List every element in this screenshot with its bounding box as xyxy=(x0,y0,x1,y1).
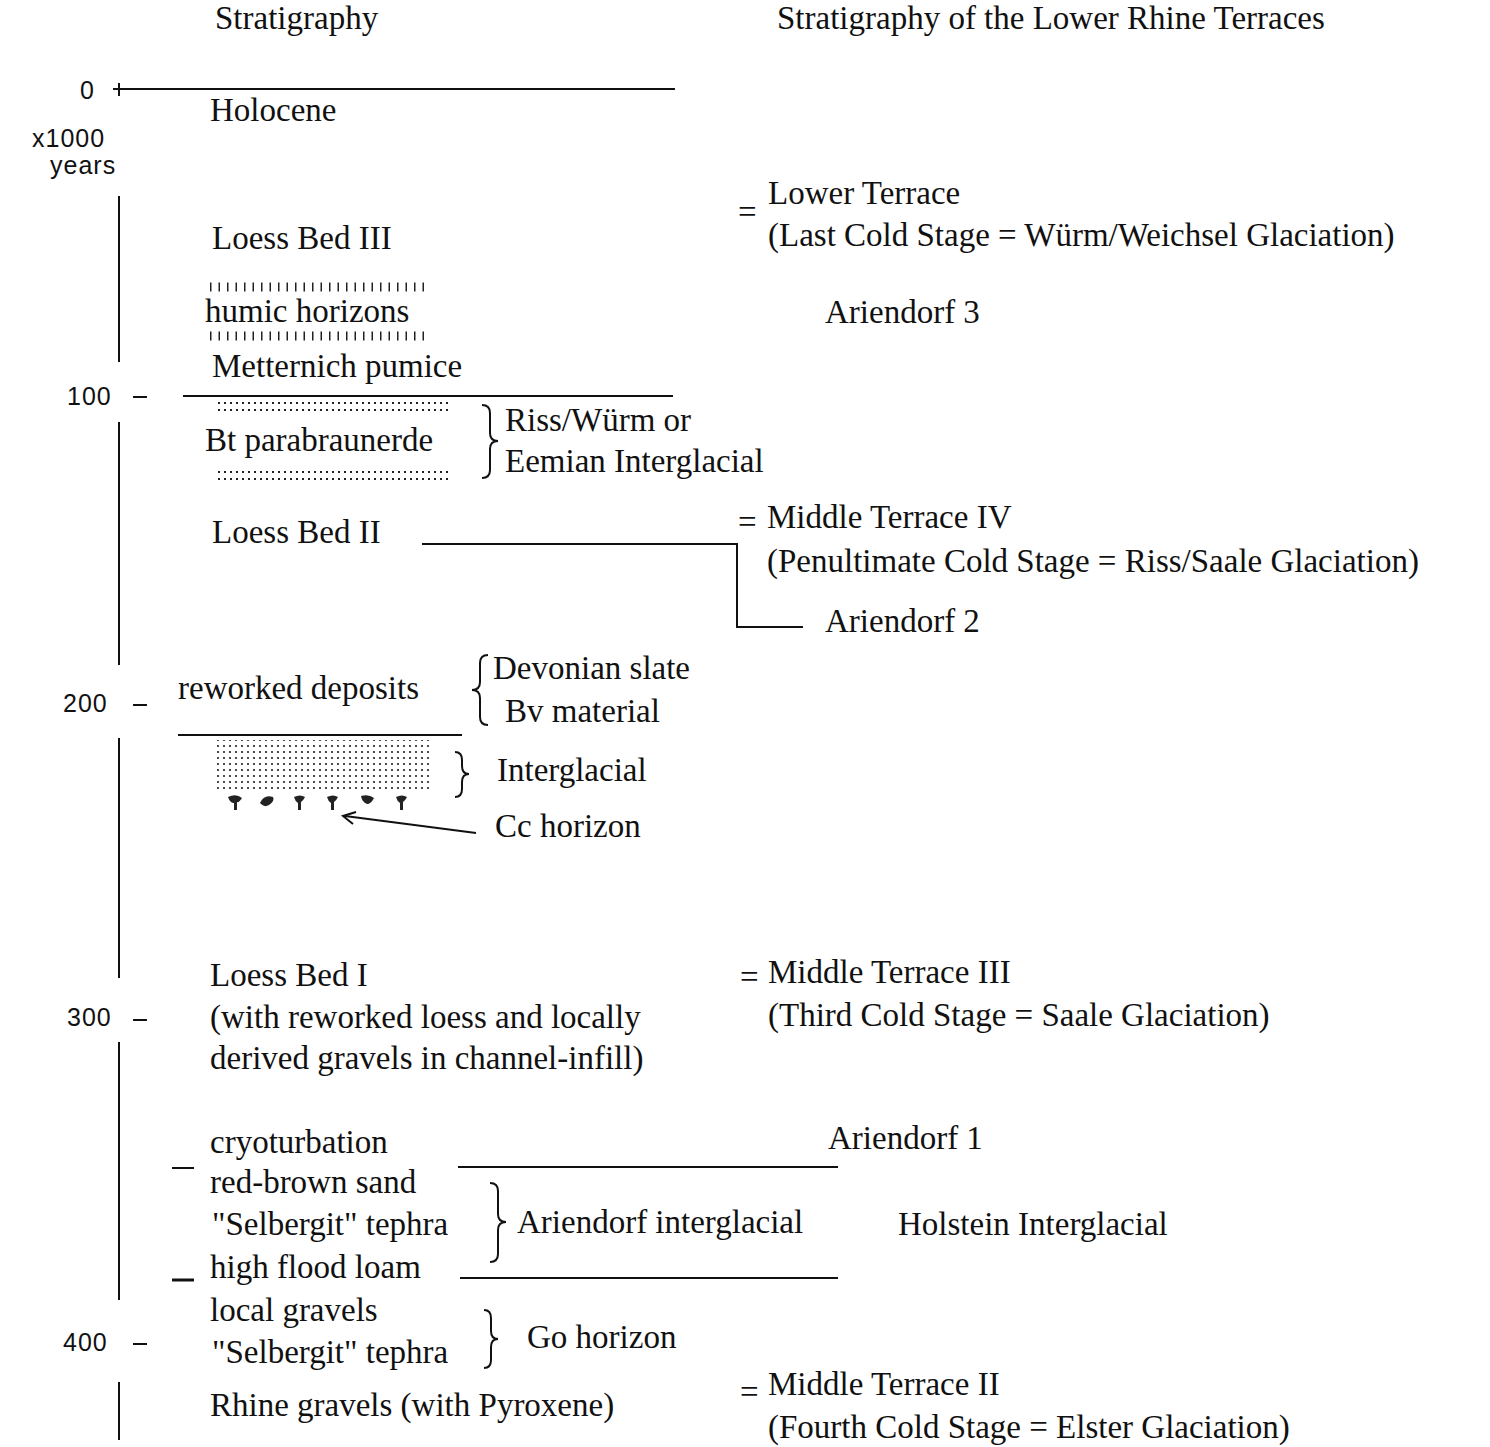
column-heading: Stratigraphy of the Lower Rhine Terraces xyxy=(777,0,1325,38)
equals-sign: = xyxy=(740,957,759,997)
unit-label: "Selbergit" tephra xyxy=(212,1332,448,1372)
axis-label: 200 xyxy=(63,688,108,718)
carbonate-nodules xyxy=(228,795,407,810)
equals-sign: = xyxy=(738,502,757,542)
terrace-label: (Third Cold Stage = Saale Glaciation) xyxy=(768,995,1270,1035)
terrace-label: (Last Cold Stage = Würm/Weichsel Glaciat… xyxy=(768,215,1395,255)
terrace-label: (Fourth Cold Stage = Elster Glaciation) xyxy=(768,1407,1290,1447)
axis-label: years xyxy=(50,150,116,180)
bracket-note: Cc horizon xyxy=(495,806,641,846)
unit-label: Bt parabraunerde xyxy=(205,420,433,460)
unit-label: Holocene xyxy=(210,90,336,130)
terrace-label: Middle Terrace III xyxy=(768,952,1011,992)
unit-label: red-brown sand xyxy=(210,1162,416,1202)
bracket-note: Go horizon xyxy=(527,1317,676,1357)
bracket-note: Bv material xyxy=(505,691,660,731)
terrace-label: Lower Terrace xyxy=(768,173,960,213)
unit-label: Rhine gravels (with Pyroxene) xyxy=(210,1385,614,1425)
unit-label: Loess Bed II xyxy=(212,512,381,552)
axis-label: x1000 xyxy=(32,123,105,153)
unit-label: derived gravels in channel-infill) xyxy=(210,1038,643,1078)
axis-label: 100 xyxy=(67,381,112,411)
unit-label: local gravels xyxy=(210,1290,378,1330)
unit-label: high flood loam xyxy=(210,1247,421,1287)
unit-label: Metternich pumice xyxy=(212,346,462,386)
axis-label: 0 xyxy=(80,75,95,105)
site-label: Ariendorf 2 xyxy=(825,601,980,641)
equals-sign: = xyxy=(740,1372,759,1412)
cc-pointer xyxy=(343,812,476,833)
bracket-note: Eemian Interglacial xyxy=(505,441,764,481)
unit-label: reworked deposits xyxy=(178,668,419,708)
unit-label: Loess Bed III xyxy=(212,218,392,258)
terrace-label: (Penultimate Cold Stage = Riss/Saale Gla… xyxy=(767,541,1419,581)
interglacial-soil xyxy=(215,740,430,792)
unit-label: "Selbergit" tephra xyxy=(212,1204,448,1244)
unit-label: Loess Bed I xyxy=(210,955,368,995)
unit-label: (with reworked loess and locally xyxy=(210,997,641,1037)
column-heading: Stratigraphy xyxy=(215,0,378,38)
axis-label: 300 xyxy=(67,1002,112,1032)
boundary-lines xyxy=(178,396,838,1278)
bracket-note: Devonian slate xyxy=(493,648,690,688)
unit-label: humic horizons xyxy=(205,291,409,331)
terrace-label: Holstein Interglacial xyxy=(898,1204,1168,1244)
site-label: Ariendorf 1 xyxy=(828,1118,983,1158)
brackets xyxy=(455,405,506,1368)
bracket-note: Riss/Würm or xyxy=(505,400,691,440)
site-label: Ariendorf 3 xyxy=(825,292,980,332)
unit-label: cryoturbation xyxy=(210,1122,388,1162)
bracket-note: Ariendorf interglacial xyxy=(517,1202,803,1242)
terrace-label: Middle Terrace IV xyxy=(767,497,1011,537)
equals-sign: = xyxy=(738,192,757,232)
axis-label: 400 xyxy=(63,1327,108,1357)
bracket-note: Interglacial xyxy=(497,750,647,790)
terrace-label: Middle Terrace II xyxy=(768,1364,1000,1404)
